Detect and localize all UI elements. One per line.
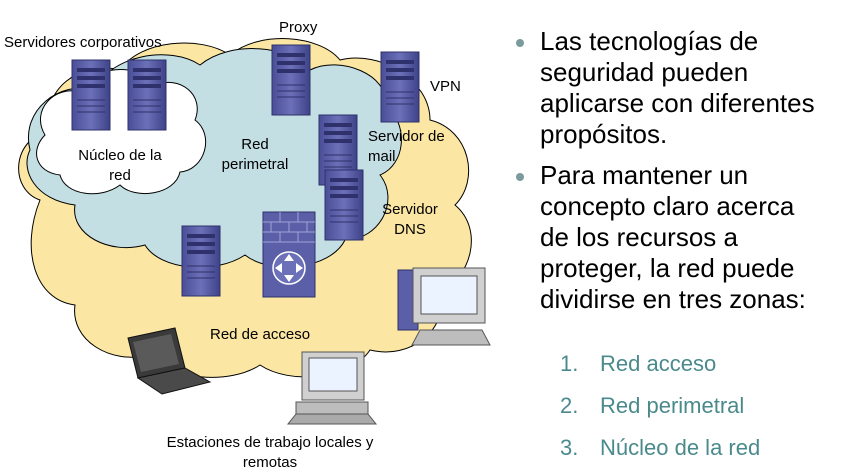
bullet-1-line-1: Las tecnologías de xyxy=(540,26,759,56)
mail-label-line-1: Servidor de xyxy=(368,128,445,145)
corporate-server-1 xyxy=(71,59,111,131)
workstations-label: Estaciones de trabajo locales y remotas xyxy=(120,433,420,473)
core-network-label: Núcleo de la red xyxy=(60,146,180,186)
access-server xyxy=(181,225,221,297)
network-diagram xyxy=(18,38,491,425)
zone-item: 2. Red perimetral xyxy=(560,392,760,434)
zone-item: 3. Núcleo de la red xyxy=(560,434,760,476)
core-label-line-2: red xyxy=(109,167,131,184)
dns-server-label: Servidor DNS xyxy=(370,200,450,240)
bullet-1-line-4: propósitos. xyxy=(540,119,668,149)
zone-list: 1. Red acceso 2. Red perimetral 3. Núcleo d… xyxy=(560,350,760,476)
bullet-2-line-1: Para mantener un xyxy=(540,160,749,190)
firewall-icon xyxy=(262,211,316,298)
dns-label-line-2: DNS xyxy=(394,221,426,238)
perimeter-label-line-1: Red xyxy=(241,136,269,153)
workstation-bottom-icon xyxy=(286,351,378,425)
mail-server-label: Servidor de mail xyxy=(368,127,445,167)
bullet-2-line-4: proteger, la red puede xyxy=(540,253,795,283)
corporate-servers-label: Servidores corporativos xyxy=(4,34,162,51)
perimeter-label-line-2: perimetral xyxy=(221,156,289,173)
bullet-list: Las tecnologías de seguridad pueden apli… xyxy=(510,26,845,325)
laptop-icon xyxy=(127,327,212,395)
vpn-label: VPN xyxy=(430,78,461,95)
proxy-server xyxy=(271,44,311,116)
access-network-label: Red de acceso xyxy=(210,326,311,343)
zone-number: 1. xyxy=(560,351,579,376)
bullet-1-line-3: aplicarse con diferentes xyxy=(540,88,815,118)
bullet-2-line-5: dividirse en tres zonas: xyxy=(540,284,806,314)
vpn-server xyxy=(380,51,420,123)
workstations-label-line-1: Estaciones de trabajo locales y xyxy=(166,434,374,451)
perimeter-network-label: Red perimetral xyxy=(210,135,300,175)
bullet-item: Para mantener un concepto claro acerca d… xyxy=(510,160,845,315)
zone-label: Núcleo de la red xyxy=(600,435,761,460)
workstation-right-icon xyxy=(397,267,491,346)
zone-label: Red perimetral xyxy=(600,393,745,418)
bullet-2-line-3: de los recursos a xyxy=(540,222,738,252)
core-label-line-1: Núcleo de la xyxy=(78,147,162,164)
zone-number: 3. xyxy=(560,435,579,460)
mail-label-line-2: mail xyxy=(368,148,396,165)
bullet-item: Las tecnologías de seguridad pueden apli… xyxy=(510,26,845,150)
bullet-dot-icon xyxy=(516,39,524,47)
corporate-server-2 xyxy=(127,59,167,131)
zone-number: 2. xyxy=(560,393,579,418)
bullet-dot-icon xyxy=(516,173,524,181)
bullet-1-line-2: seguridad pueden xyxy=(540,57,749,87)
proxy-label: Proxy xyxy=(279,19,318,36)
workstations-label-line-2: remotas xyxy=(242,454,298,471)
dns-label-line-1: Servidor xyxy=(382,201,438,218)
dns-server xyxy=(324,169,364,241)
bullet-2-line-2: concepto claro acerca xyxy=(540,191,795,221)
zone-item: 1. Red acceso xyxy=(560,350,760,392)
zone-label: Red acceso xyxy=(600,351,717,376)
